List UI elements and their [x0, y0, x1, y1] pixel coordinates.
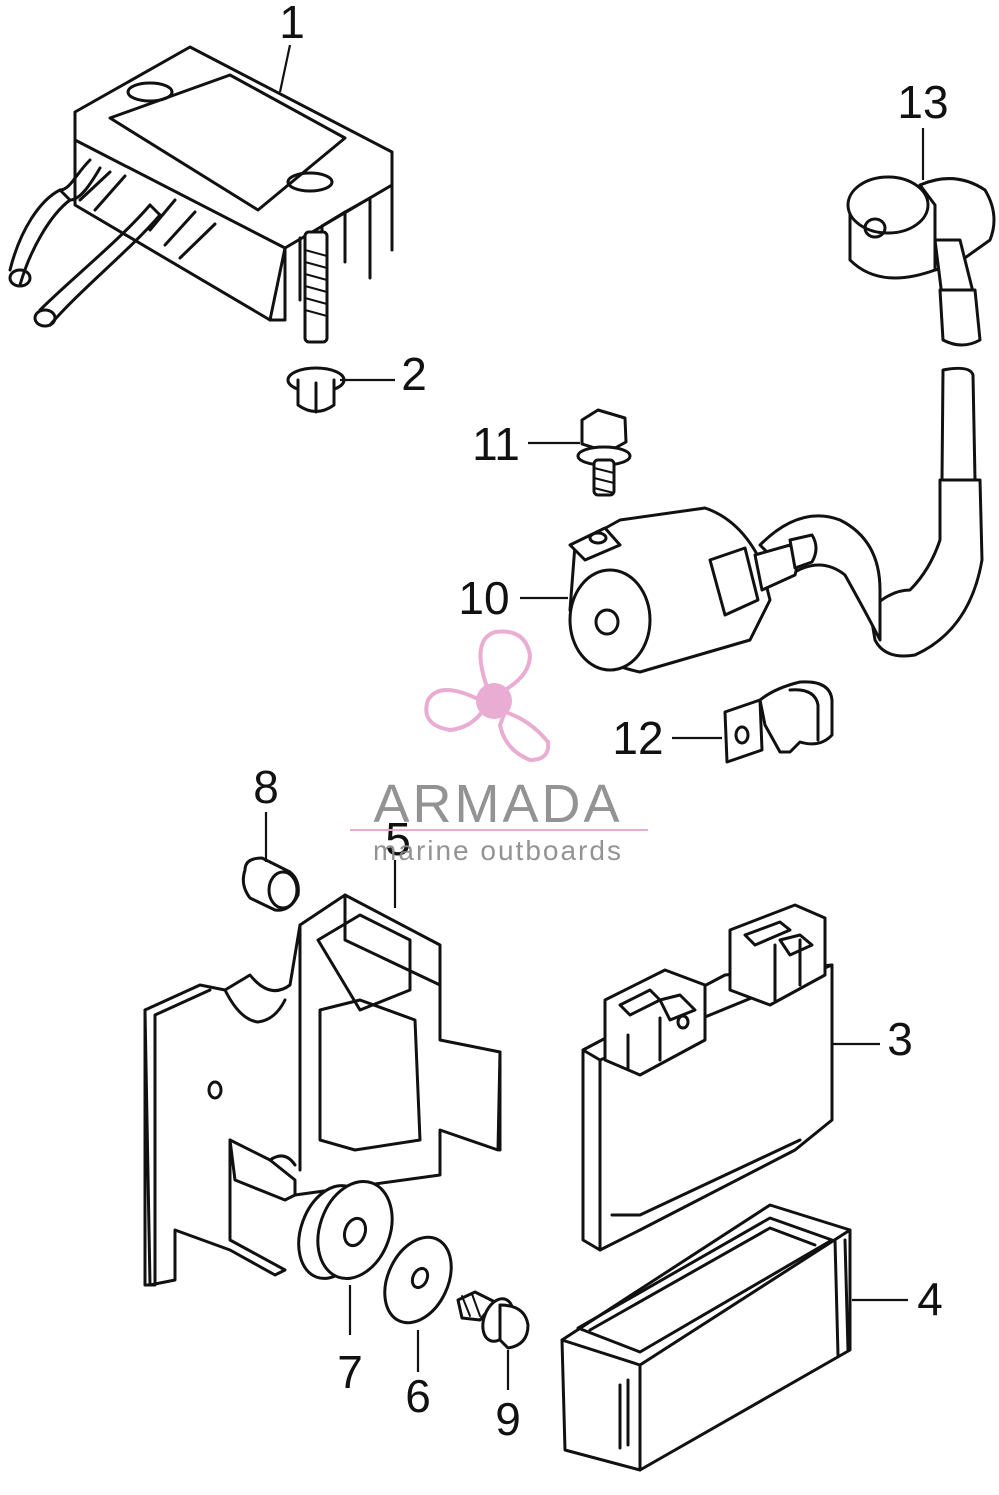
callout-4: 4 [917, 1273, 943, 1325]
callout-labels: 1 2 3 4 5 6 7 8 9 10 11 12 13 [253, 0, 948, 1445]
callout-3: 3 [887, 1013, 913, 1065]
watermark-brand: ARMADA [373, 774, 622, 834]
part-4-cover [560, 1203, 852, 1472]
callout-5: 5 [385, 813, 411, 865]
part-13-plug-cap [846, 175, 996, 347]
callout-11: 11 [472, 418, 520, 470]
part-2-bolt [286, 230, 346, 414]
callout-12: 12 [612, 712, 663, 764]
part-7-grommet [297, 1180, 394, 1280]
callout-2: 2 [401, 348, 427, 400]
part-11-bolt [576, 408, 632, 497]
leader-lines [264, 44, 925, 1390]
callout-1: 1 [279, 0, 305, 48]
callout-13: 13 [897, 76, 948, 128]
part-5-bracket [143, 893, 502, 1287]
watermark: ARMADA marine outboards [350, 629, 648, 866]
watermark-tagline: marine outboards [373, 835, 623, 866]
part-9-bolt [456, 1290, 530, 1350]
part-1-rectifier [8, 45, 394, 328]
part-10-ignition-coil [568, 366, 984, 674]
callout-8: 8 [253, 761, 279, 813]
callout-9: 9 [495, 1393, 521, 1445]
callout-7: 7 [337, 1346, 363, 1398]
callout-10: 10 [458, 572, 509, 624]
part-6-washer [383, 1235, 453, 1325]
propeller-icon [424, 629, 551, 763]
callout-6: 6 [405, 1370, 431, 1422]
part-12-clamp [723, 680, 834, 764]
part-8-cap [241, 856, 300, 912]
part-3-cdi-unit [581, 903, 834, 1252]
